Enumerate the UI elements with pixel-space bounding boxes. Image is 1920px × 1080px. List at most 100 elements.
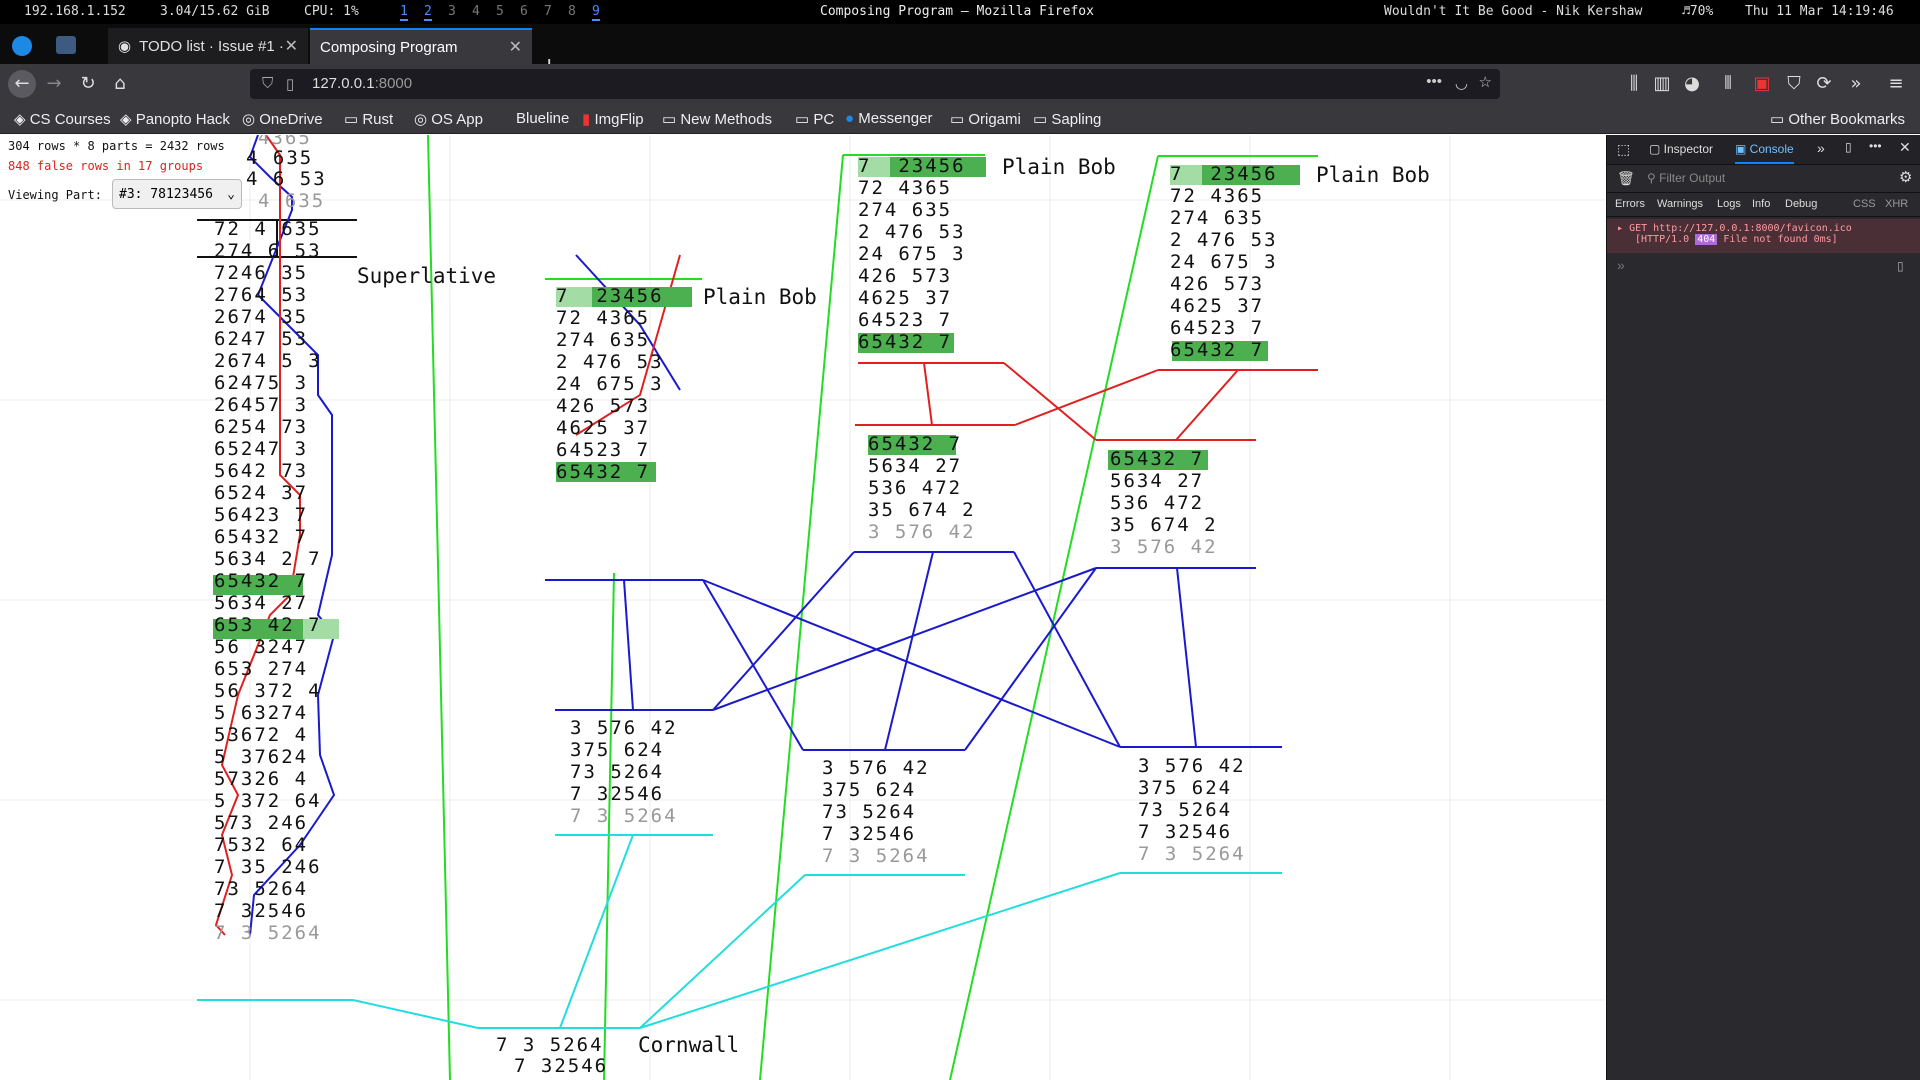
change-row: 73 5264 [822, 801, 917, 823]
workspace-4[interactable]: 4 [472, 4, 480, 19]
split-console-icon[interactable]: ▯ [1897, 259, 1904, 273]
change-row: 653 42 7 [214, 614, 322, 636]
pocket-icon[interactable]: ◡ [1454, 75, 1468, 92]
bookmark-onedrive[interactable]: ◎ OneDrive [242, 111, 323, 128]
menu-icon[interactable]: ≡ [1888, 73, 1904, 94]
url-text[interactable]: 127.0.0.1:8000 [312, 75, 413, 92]
forward-button[interactable]: → [46, 73, 62, 94]
overflow-icon[interactable]: » [1817, 140, 1825, 156]
library-icon[interactable]: ⫼ [1629, 73, 1639, 94]
picker-icon[interactable]: ⬚ [1617, 141, 1631, 157]
change-row: 24 675 3 [858, 243, 966, 265]
composing-canvas[interactable]: 304 rows * 8 parts = 2432 rows 848 false… [0, 135, 1605, 1080]
change-row: 65432 7 [214, 526, 309, 548]
trash-icon[interactable]: 🗑 [1617, 170, 1635, 186]
more-icon[interactable]: ••• [1869, 139, 1882, 153]
filter-debug[interactable]: Debug [1785, 198, 1818, 210]
account-icon[interactable]: ◕ [1684, 73, 1700, 94]
console-prompt-icon[interactable]: » [1617, 257, 1625, 273]
change-row: 5634 27 [1110, 470, 1205, 492]
highlight-row [1172, 341, 1268, 361]
navigation-bar: ← → ↻ ⌂ ⛉ ▯ 127.0.0.1:8000 ••• ◡ ☆ ⫼ ▥ ◕… [0, 64, 1920, 104]
superlative-top-row: 4365 [258, 135, 312, 149]
workspace-8[interactable]: 8 [568, 4, 576, 19]
highlight-row [303, 619, 339, 639]
close-icon[interactable]: ✕ [508, 39, 522, 56]
method-label-superlative: Superlative [357, 264, 497, 288]
console-error-entry[interactable]: ▸ GET http://127.0.0.1:8000/favicon.ico … [1607, 219, 1920, 253]
workspace-5[interactable]: 5 [496, 4, 504, 19]
extension-icon[interactable] [12, 36, 32, 56]
change-row: 64523 7 [556, 439, 651, 461]
bookmark-origami[interactable]: ▭ Origami [950, 111, 1021, 128]
close-icon[interactable]: ✕ [284, 38, 298, 55]
change-row: 5634 27 [868, 455, 963, 477]
workspace-2[interactable]: 2 [424, 4, 432, 21]
filter-logs[interactable]: Logs [1717, 198, 1741, 210]
change-row: 73 5264 [1138, 799, 1233, 821]
extension-badge-icon[interactable]: ▣ [1753, 73, 1771, 94]
bookmark-sapling[interactable]: ▭ Sapling [1033, 111, 1102, 128]
workspace-1[interactable]: 1 [400, 4, 408, 21]
workspace-6[interactable]: 6 [520, 4, 528, 19]
bookmark-cs-courses[interactable]: ◈ CS Courses [14, 111, 111, 128]
more-icon[interactable]: ••• [1426, 73, 1442, 90]
bookmark-rust[interactable]: ▭ Rust [344, 111, 394, 128]
change-row: 73 5264 [570, 761, 665, 783]
change-row: 2 476 53 [858, 221, 966, 243]
extension-icon[interactable]: ⟳ [1816, 73, 1832, 94]
extension-icon[interactable]: ⛉ [1787, 73, 1801, 94]
home-button[interactable]: ⌂ [114, 73, 126, 94]
change-row: 426 573 [858, 265, 953, 287]
devtools-tab-inspector[interactable]: ▢ Inspector [1649, 142, 1714, 156]
url-bar[interactable]: ⛉ ▯ 127.0.0.1:8000 ••• ◡ ☆ [250, 69, 1500, 99]
window-title: Composing Program — Mozilla Firefox [820, 4, 1094, 19]
ip-address: 192.168.1.152 [24, 4, 126, 19]
star-icon[interactable]: ☆ [1478, 74, 1492, 91]
page-icon: ▯ [286, 76, 295, 93]
change-row: 2 476 53 [1170, 229, 1278, 251]
superlative-top-row: 4 635 [258, 190, 326, 212]
bookmark-panopto-hack[interactable]: ◈ Panopto Hack [120, 111, 230, 128]
workspace-3[interactable]: 3 [448, 4, 456, 19]
change-row: 274 6 53 [214, 240, 322, 262]
filter-input[interactable]: ⚲ Filter Output [1647, 171, 1726, 185]
sidebar-icon[interactable]: ▥ [1653, 73, 1671, 94]
change-row: 62475 3 [214, 372, 309, 394]
change-row: 7 3 5264 [570, 805, 678, 827]
back-button[interactable]: ← [8, 70, 36, 98]
overflow-icon[interactable]: » [1850, 73, 1862, 94]
devtools-tab-console[interactable]: ▣ Console [1735, 142, 1794, 164]
workspace-9[interactable]: 9 [592, 4, 600, 21]
change-row: 573 246 [214, 812, 309, 834]
grid-lines [0, 135, 1605, 1080]
bookmark-new-methods[interactable]: ▭ New Methods [662, 111, 773, 128]
pinned-tab-icon[interactable] [56, 36, 76, 54]
reload-button[interactable]: ↻ [80, 73, 96, 94]
highlight-row [858, 333, 954, 353]
filter-info[interactable]: Info [1752, 198, 1771, 210]
viewing-part-label: Viewing Part: [8, 188, 102, 202]
viewing-part-select[interactable]: #3: 78123456⌄ [112, 179, 242, 209]
gear-icon[interactable]: ⚙ [1899, 169, 1913, 186]
extension-icon[interactable]: ⫴ [1724, 73, 1732, 94]
bookmark-blueline[interactable]: Blueline [516, 110, 570, 127]
tab-composing-program[interactable]: Composing Program ✕ [310, 28, 532, 64]
rows-info: 304 rows * 8 parts = 2432 rows [8, 139, 225, 153]
close-icon[interactable]: ✕ [1899, 139, 1911, 155]
shield-icon[interactable]: ⛉ [262, 75, 274, 92]
filter-warnings[interactable]: Warnings [1657, 198, 1704, 210]
workspace-7[interactable]: 7 [544, 4, 552, 19]
bookmark-imgflip[interactable]: ▮ ImgFlip [582, 111, 644, 128]
bookmark-os-app[interactable]: ◎ OS App [414, 111, 483, 128]
dock-icon[interactable]: ▯ [1845, 140, 1852, 154]
tab-bar: ◉ TODO list · Issue #1 · kne ✕ Composing… [0, 24, 1920, 79]
filter-errors[interactable]: Errors [1615, 198, 1645, 210]
other-bookmarks[interactable]: ▭ Other Bookmarks [1770, 111, 1906, 128]
change-row: 5634 2 7 [214, 548, 322, 570]
bookmark-pc[interactable]: ▭ PC [795, 111, 835, 128]
tab-todo-list[interactable]: ◉ TODO list · Issue #1 · kne ✕ [108, 28, 308, 64]
filter-css[interactable]: CSS [1853, 198, 1876, 210]
filter-xhr[interactable]: XHR [1885, 198, 1909, 210]
bookmark-messenger[interactable]: ● Messenger [845, 110, 933, 127]
